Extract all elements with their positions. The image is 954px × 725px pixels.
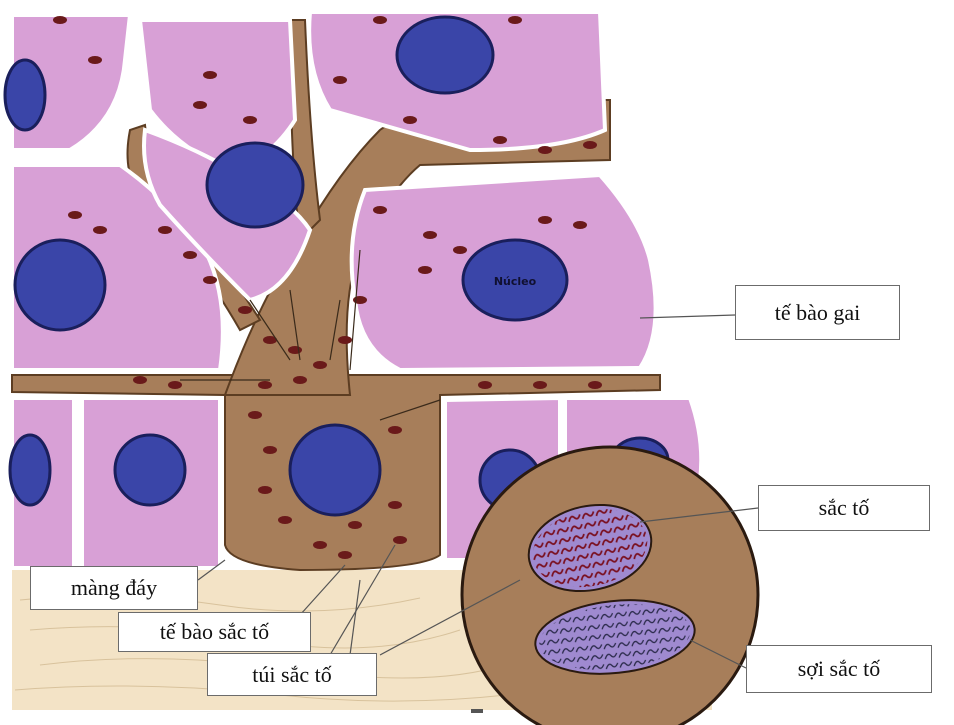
label-pigment-fiber: sợi sắc tố bbox=[746, 645, 932, 693]
bottom-mark bbox=[471, 709, 483, 713]
label-spinous-cell: tế bào gai bbox=[735, 285, 900, 340]
label-melanocyte: tế bào sắc tố bbox=[118, 612, 311, 652]
label-pigment-sac: túi sắc tố bbox=[207, 653, 377, 696]
nucleus-label: Núcleo bbox=[494, 275, 537, 288]
melanosome-immature-fibers bbox=[539, 604, 691, 670]
melanosome-mature-pigment bbox=[532, 508, 648, 588]
label-pigment: sắc tố bbox=[758, 485, 930, 531]
label-basement-membrane: màng đáy bbox=[30, 566, 198, 610]
leader-lines bbox=[197, 314, 759, 669]
transfer-arrows bbox=[180, 249, 441, 421]
melanin-granules bbox=[53, 16, 602, 559]
